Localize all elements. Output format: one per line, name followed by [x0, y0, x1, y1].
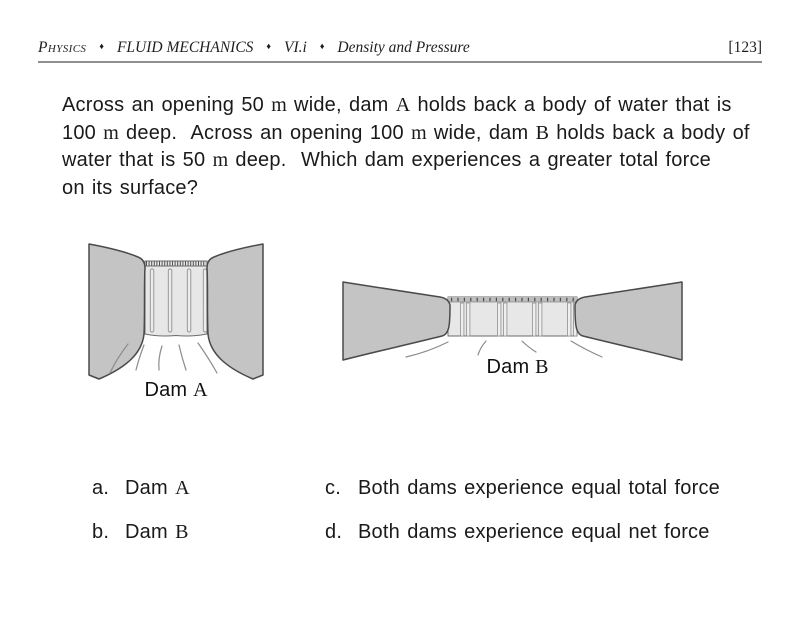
option-a-letter: A — [175, 477, 190, 499]
math-symbol: m — [212, 149, 229, 171]
question-segment: holds back a body of — [548, 121, 750, 144]
math-symbol: m — [103, 121, 119, 144]
option-b-letter: B — [175, 521, 189, 543]
question-segment: water that is 50 — [62, 149, 213, 171]
dam-b-label-letter: B — [535, 356, 549, 378]
question-line: on its surface? — [62, 175, 750, 203]
dam-a-face — [144, 260, 208, 337]
diamond-separator-icon: ♦ — [99, 41, 104, 51]
question-line: water that is 50 m deep. Which dam exper… — [62, 147, 750, 175]
dam-a-label-letter: A — [193, 379, 208, 401]
option-b-label: Dam B — [125, 521, 188, 544]
question-segment: on its surface? — [62, 176, 199, 199]
option-a: a. Dam A — [92, 477, 190, 500]
option-b-text: Dam — [125, 521, 176, 543]
dam-b-railing-band — [448, 297, 577, 302]
question-segment: Across an opening 50 — [62, 94, 272, 116]
question-text: Across an opening 50 m wide, dam A holds… — [62, 92, 750, 202]
question-segment: wide, dam — [286, 94, 396, 116]
header-rule — [38, 61, 762, 63]
question-line: 100 m deep. Across an opening 100 m wide… — [62, 120, 750, 148]
question-line: Across an opening 50 m wide, dam A holds… — [62, 92, 750, 120]
canyon-wall-left — [88, 243, 146, 380]
option-c-marker: c. — [325, 477, 341, 499]
option-d-marker: d. — [325, 521, 343, 543]
math-symbol: B — [535, 121, 549, 144]
page-number: [123] — [728, 39, 762, 56]
option-a-label: Dam A — [125, 477, 190, 500]
math-symbol: m — [271, 94, 287, 116]
canyon-wall-left — [342, 281, 451, 361]
dam-b-label: Dam B — [345, 356, 690, 379]
option-a-marker: a. — [92, 477, 110, 499]
dam-a-figure — [88, 243, 264, 380]
option-d-label: Both dams experience equal net force — [358, 521, 710, 543]
option-b: b. Dam B — [92, 521, 188, 544]
option-d: d. Both dams experience equal net force — [325, 521, 710, 544]
question-segment: 100 — [62, 121, 104, 144]
dam-a-label: Dam A — [86, 379, 266, 402]
header-section-number: VI.i — [284, 39, 307, 56]
dam-b-figure — [342, 281, 683, 361]
canyon-wall-right — [574, 281, 683, 361]
math-symbol: m — [411, 121, 427, 144]
question-segment: wide, dam — [426, 121, 536, 144]
dam-a-flow-lines — [109, 342, 218, 374]
math-symbol: A — [395, 94, 411, 116]
header-topic: Density and Pressure — [337, 39, 470, 56]
dam-b-flow-lines — [405, 340, 603, 358]
page-header: Physics ♦ FLUID MECHANICS ♦ VI.i ♦ Densi… — [38, 39, 762, 57]
option-c: c. Both dams experience equal total forc… — [325, 477, 720, 500]
header-unit: FLUID MECHANICS — [116, 39, 254, 56]
option-a-text: Dam — [125, 477, 176, 499]
question-segment: holds back a body of water that is — [410, 94, 732, 116]
question-segment: deep. Across an opening 100 — [118, 121, 412, 144]
canyon-wall-right — [206, 243, 264, 380]
dam-b-label-word: Dam — [486, 356, 536, 378]
diamond-separator-icon: ♦ — [266, 41, 272, 51]
header-course: Physics — [38, 39, 87, 56]
dam-a-label-word: Dam — [144, 379, 194, 401]
option-b-marker: b. — [92, 521, 110, 543]
diamond-separator-icon: ♦ — [319, 41, 325, 51]
question-segment: deep. Which dam experiences a greater to… — [228, 149, 711, 171]
option-c-label: Both dams experience equal total force — [358, 477, 720, 499]
